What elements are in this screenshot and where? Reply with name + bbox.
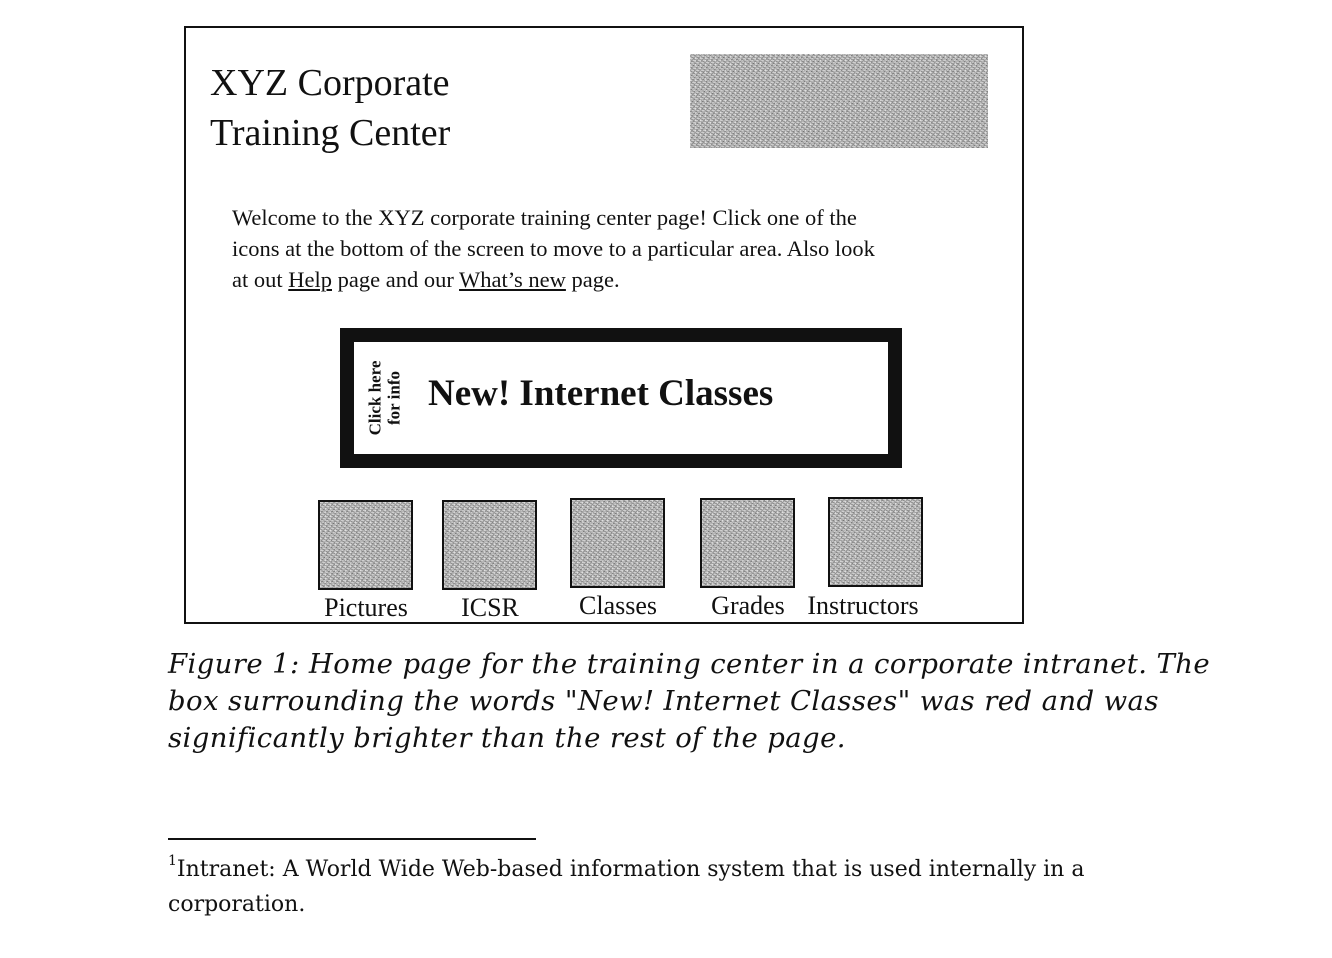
footnote: 1Intranet: A World Wide Web-based inform… [168,852,1168,922]
icsr-label: ICSR [461,593,519,622]
header-banner-image [690,54,988,148]
welcome-text-end: page. [565,267,620,292]
intranet-home-mockup: XYZ Corporate Training Center Welcome to… [184,26,1024,624]
welcome-text-middle: page and our [332,267,460,292]
site-title-line2: Training Center [210,112,451,154]
help-link[interactable]: Help [288,267,332,292]
promo-headline: New! Internet Classes [428,373,774,414]
pictures-label: Pictures [324,593,408,622]
pictures-icon[interactable] [318,500,413,590]
footnote-divider [168,838,536,840]
figure-caption: Figure 1: Home page for the training cen… [168,648,1211,754]
instructors-label: Instructors [807,591,919,620]
footnote-text: Intranet: A World Wide Web-based informa… [168,857,1085,917]
grades-label: Grades [711,591,785,620]
instructors-icon[interactable] [828,497,923,587]
footnote-marker: 1 [168,853,177,869]
whats-new-link[interactable]: What’s new [459,267,566,292]
grades-icon[interactable] [700,498,795,588]
promo-side-line2: for info [384,371,404,426]
promo-side-line1: Click here [365,360,385,436]
icsr-icon[interactable] [442,500,537,590]
classes-icon[interactable] [570,498,665,588]
site-title: XYZ Corporate Training Center [210,58,450,158]
site-title-line1: XYZ Corporate [210,62,450,104]
classes-label: Classes [579,591,657,620]
welcome-text-start: Welcome to the XYZ corporate training ce… [232,205,875,292]
welcome-text: Welcome to the XYZ corporate training ce… [232,202,882,295]
